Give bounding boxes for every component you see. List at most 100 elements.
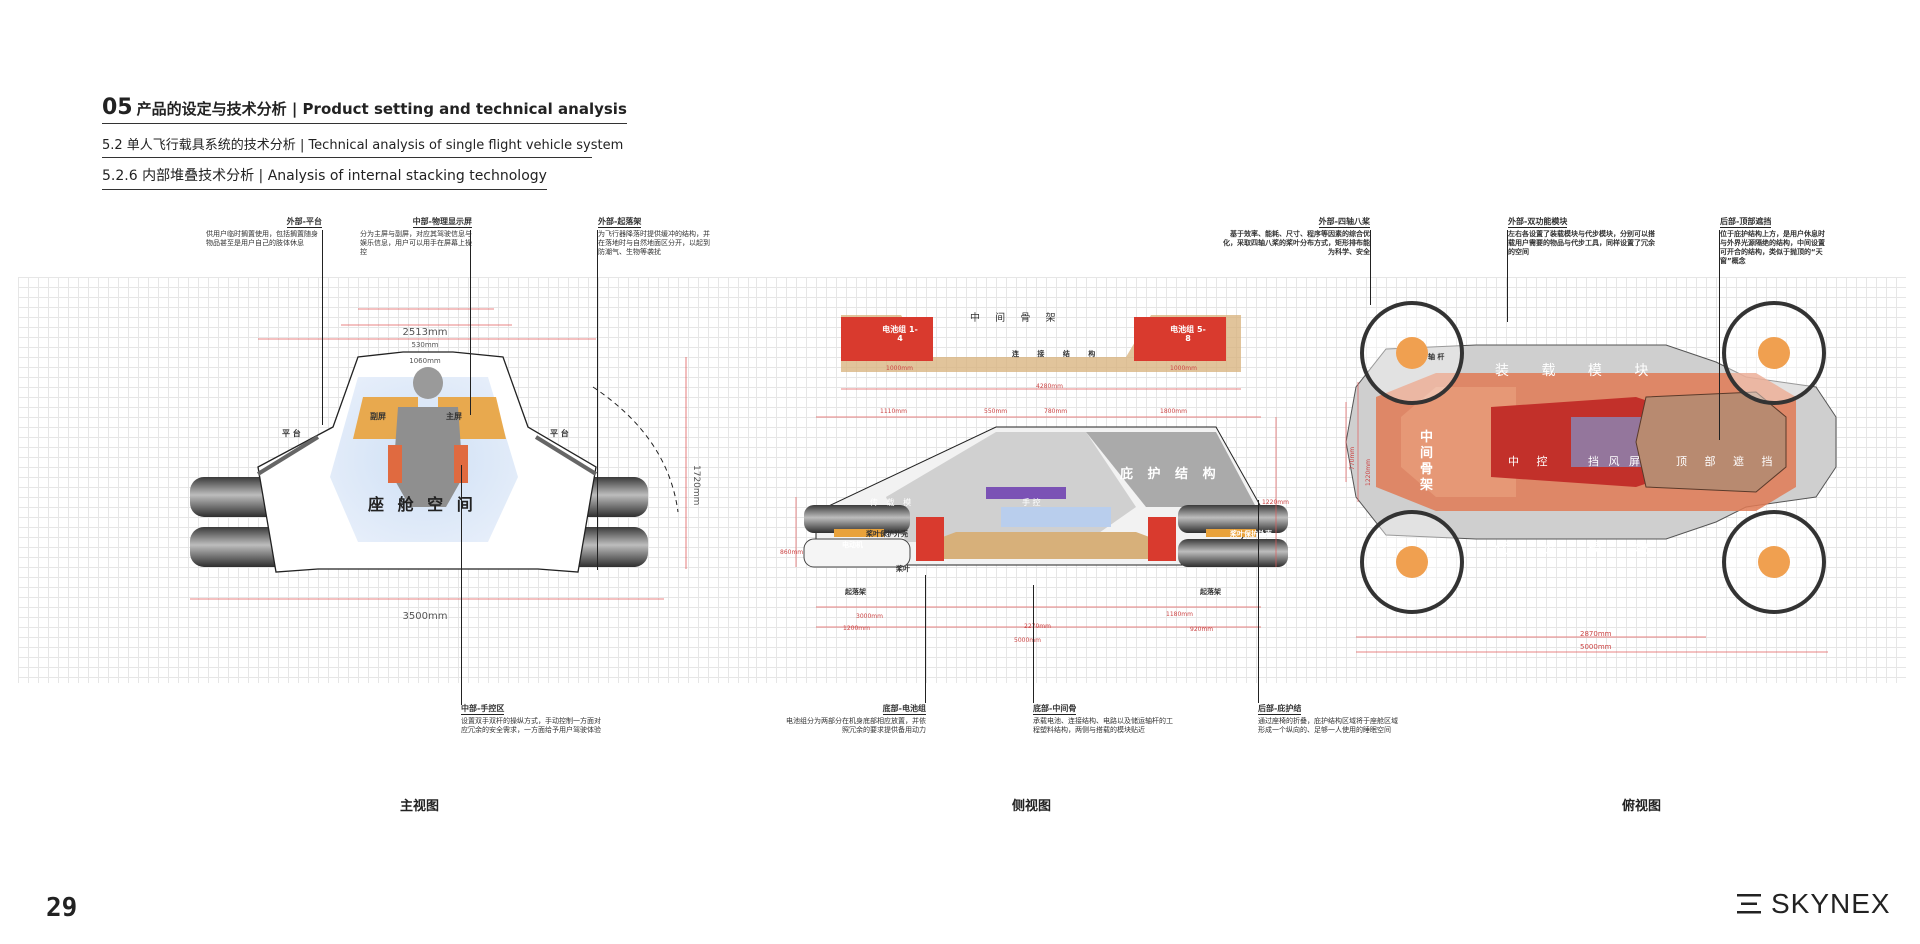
axle-label: 轴 杆 xyxy=(1428,353,1445,361)
front-view-diagram xyxy=(190,308,687,600)
top-frame-label: 中间骨架 xyxy=(1420,430,1434,493)
dim-side-14: 1220mm xyxy=(1262,499,1289,506)
top-rotors xyxy=(1360,301,1826,614)
annotation-screen-title: 中部-物理显示屏 xyxy=(412,217,472,228)
annotation-shelter-title: 后部-庇护结 xyxy=(1258,704,1302,715)
annotation-shelter-text: 通过座椅的折叠，庇护结构区域将于座舱区域形成一个纵向的、足够一人使用的睡眠空间 xyxy=(1258,717,1398,734)
annotation-screen-text: 分为主屏与副屏，对应其驾驶信息与娱乐信息，用户可以用手在屏幕上操控 xyxy=(360,230,472,256)
battery-b-label: 电池组 5-8 xyxy=(1170,325,1206,343)
annotation-control-title: 中部-手控区 xyxy=(461,704,505,715)
center-control-label: 中 控 xyxy=(1508,455,1555,468)
top-view-diagram xyxy=(1345,301,1837,653)
annotation-battery: 底部-电池组 电池组分为两部分在机身底部相应放置，并依照冗余的要求提供备用动力 xyxy=(786,704,926,735)
main-screen-label: 主屏 xyxy=(446,412,462,421)
annotation-rotor: 外部-四轴八桨 基于效率、能耗、尺寸、程序等因素的综合优化，采取四轴八桨的桨叶分… xyxy=(1220,217,1370,257)
dim-top-2: 5000mm xyxy=(1580,643,1612,651)
engine-label: 电动机 xyxy=(842,541,863,549)
annotation-rotor-text: 基于效率、能耗、尺寸、程序等因素的综合优化，采取四轴八桨的桨叶分布方式，矩形排布… xyxy=(1223,230,1370,256)
annotation-frame-title: 底部-中间骨 xyxy=(1033,704,1077,715)
top-shade-label: 顶 部 遮 挡 xyxy=(1676,455,1780,468)
dim-front-2: 1060mm xyxy=(409,357,441,365)
front-dimension-lines xyxy=(190,308,687,600)
platform-right-label: 平 台 xyxy=(550,429,569,438)
dim-side-8: 3000mm xyxy=(856,613,883,620)
logo-mark-icon xyxy=(1737,894,1761,914)
dim-side-11: 1180mm xyxy=(1166,611,1193,618)
side-load-module-label: 传 载 模 xyxy=(870,498,915,507)
dim-side-4: 1110mm xyxy=(880,408,907,415)
annotation-frame: 底部-中间骨 承载电池、连接结构、电路以及储运轴杆的工程塑料结构，两侧与搭载的模… xyxy=(1033,704,1173,735)
annotation-landing: 外部-起落架 为飞行器降落时提供缓冲的结构，并在落地时与自然地面区分开，以起到防… xyxy=(598,217,710,257)
annotation-platform-title: 外部-平台 xyxy=(286,217,322,228)
dim-side-3: 1000mm xyxy=(1170,365,1197,372)
subsection-title: 5.2 单人飞行载具系统的技术分析 | Technical analysis o… xyxy=(102,134,623,158)
dim-side-6: 780mm xyxy=(1044,408,1068,415)
annotation-module-title: 外部-双功能模块 xyxy=(1508,217,1568,228)
side-frame-label: 中 间 骨 架 xyxy=(970,313,1062,324)
subsubsection-title: 5.2.6 内部堆叠技术分析 | Analysis of internal st… xyxy=(102,165,547,190)
annotation-module: 外部-双功能模块 左右各设置了装载模块与代步模块，分别可以搭载用户需要的物品与代… xyxy=(1508,217,1656,257)
dim-front-5: 1720mm xyxy=(691,465,701,506)
dim-side-1: 1000mm xyxy=(886,365,913,372)
prop-guard-left-label: 桨叶保护外壳 xyxy=(866,530,908,538)
platform-left-label: 平 台 xyxy=(282,429,301,438)
page-number: 29 xyxy=(46,893,78,923)
dim-side-7: 1800mm xyxy=(1160,408,1187,415)
annotation-module-text: 左右各设置了装载模块与代步模块，分别可以搭载用户需要的物品与代步工具，同样设置了… xyxy=(1508,230,1655,256)
annotation-shade: 后部-顶部遮挡 位于庇护结构上方，是用户休息时与外界光源隔绝的结构，中间设置可开… xyxy=(1720,217,1828,266)
blade-label: 桨叶 xyxy=(896,565,910,573)
side-view-diagram xyxy=(795,315,1288,628)
battery-a-label: 电池组 1-4 xyxy=(882,325,918,343)
dim-side-12: 920mm xyxy=(1190,626,1214,633)
dim-front-1: 530mm xyxy=(411,341,439,349)
dim-top-4: 1220mm xyxy=(1365,459,1372,486)
annotation-platform: 外部-平台 供用户临时搁置使用，包括搁置随身物品甚至是用户自己的肢体休息 xyxy=(206,217,322,248)
dim-front-4: 3500mm xyxy=(402,611,448,622)
annotation-frame-text: 承载电池、连接结构、电路以及储运轴杆的工程塑料结构，两侧与搭载的模块贴近 xyxy=(1033,717,1173,734)
dim-side-10: 2270mm xyxy=(1024,623,1051,630)
leader-line xyxy=(1719,230,1720,440)
windshield-label: 挡 风 屏 xyxy=(1588,455,1643,468)
annotation-screen: 中部-物理显示屏 分为主屏与副屏，对应其驾驶信息与娱乐信息，用户可以用手在屏幕上… xyxy=(360,217,472,257)
connector-label: 连 接 结 构 xyxy=(1012,350,1104,358)
hand-control-label: 手 控 xyxy=(1022,498,1041,507)
annotation-battery-title: 底部-电池组 xyxy=(882,704,926,715)
leader-line xyxy=(322,230,323,425)
annotation-control-text: 设置双手双杆的操纵方式，手动控制一方面对应冗余的安全需求，一方面给予用户驾驶体验 xyxy=(461,717,601,734)
section-number: 05 xyxy=(102,95,133,120)
front-view-caption: 主视图 xyxy=(400,799,440,814)
dim-top-3: 770mm xyxy=(1349,446,1356,470)
annotation-landing-text: 为飞行器降落时提供缓冲的结构，并在落地时与自然地面区分开，以起到防潮气、生物等袭… xyxy=(598,230,710,256)
shell-label: 庇 护 结 构 xyxy=(1120,467,1221,482)
dim-top-1: 2870mm xyxy=(1580,630,1612,638)
leader-line xyxy=(461,465,462,705)
load-module-label: 装 载 模 块 xyxy=(1495,363,1663,379)
skynex-logo: SKYNEX xyxy=(1737,888,1891,920)
dim-side-2: 4280mm xyxy=(1036,383,1063,390)
annotation-shelter: 后部-庇护结 通过座椅的折叠，庇护结构区域将于座舱区域形成一个纵向的、足够一人使… xyxy=(1258,704,1404,735)
side-view-caption: 侧视图 xyxy=(1012,799,1052,814)
top-view-caption: 俯视图 xyxy=(1622,799,1662,814)
leader-line xyxy=(925,575,926,703)
logo-text: SKYNEX xyxy=(1771,888,1891,919)
leader-line xyxy=(597,230,598,570)
top-dimension-lines xyxy=(1345,382,1828,653)
leader-line xyxy=(1258,500,1259,703)
prop-guard-right-label: 桨叶保护外壳 xyxy=(1230,530,1272,538)
dim-front-3: 2513mm xyxy=(402,327,448,338)
annotation-control: 中部-手控区 设置双手双杆的操纵方式，手动控制一方面对应冗余的安全需求，一方面给… xyxy=(461,704,603,735)
sub-screen-label: 副屏 xyxy=(370,412,386,421)
walk-module-label: 代 步 模 块 xyxy=(1495,541,1663,557)
annotation-rotor-title: 外部-四轴八桨 xyxy=(1318,217,1370,228)
leader-line xyxy=(1033,585,1034,703)
annotation-shade-text: 位于庇护结构上方，是用户休息时与外界光源隔绝的结构，中间设置可开合的结构，类似于… xyxy=(1720,230,1825,265)
dim-side-15: 860mm xyxy=(780,549,804,556)
leader-line xyxy=(1370,230,1371,305)
annotation-battery-text: 电池组分为两部分在机身底部相应放置，并依照冗余的要求提供备用动力 xyxy=(786,717,926,734)
annotation-landing-title: 外部-起落架 xyxy=(598,217,642,228)
dim-side-13: 5000mm xyxy=(1014,637,1041,644)
leader-line xyxy=(1507,230,1508,322)
annotation-shade-title: 后部-顶部遮挡 xyxy=(1720,217,1772,228)
cabin-label: 座 舱 空 间 xyxy=(368,495,477,514)
